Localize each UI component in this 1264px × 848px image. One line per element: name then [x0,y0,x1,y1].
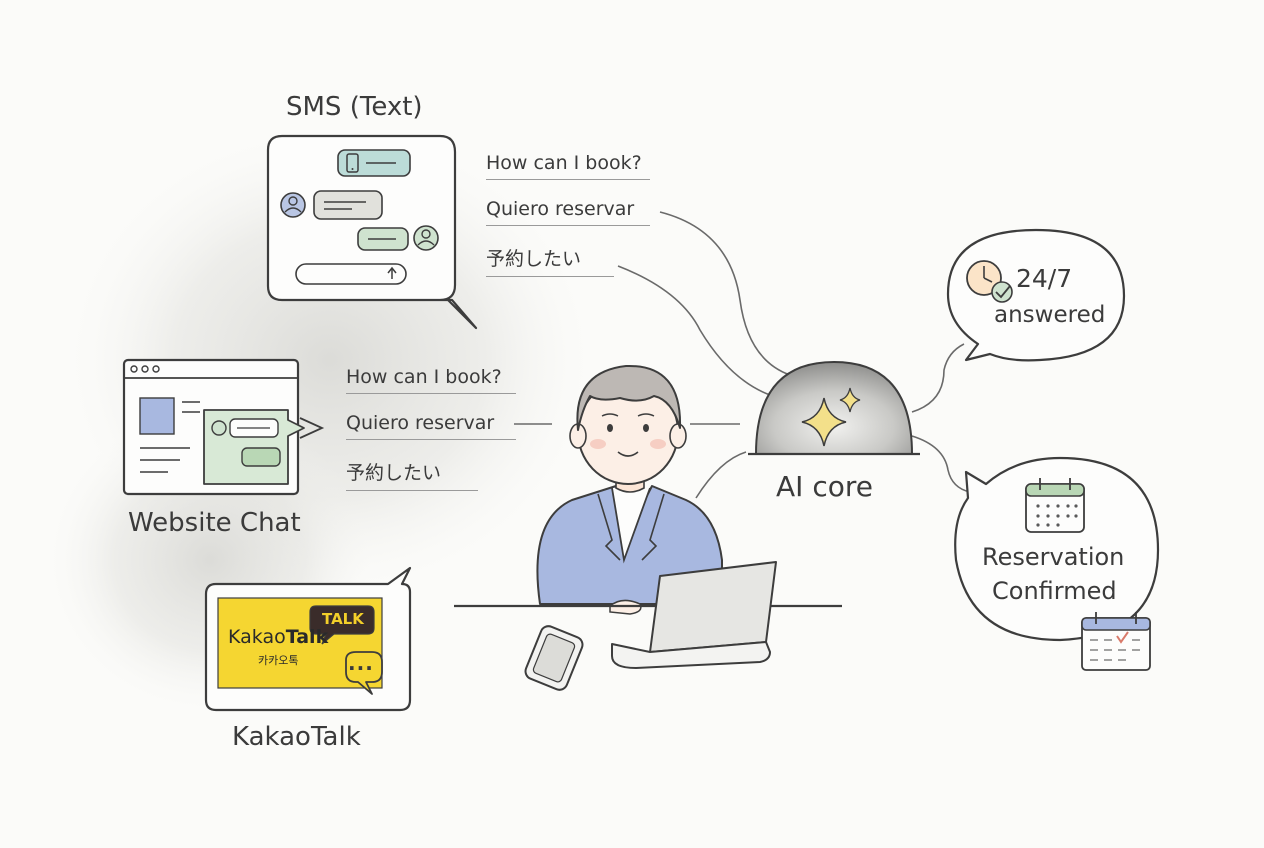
kakao-logo-sub: 카카오톡 [258,654,299,667]
smartphone-icon [524,625,584,691]
website-message-3: 予約したい [346,458,478,491]
kakao-bubble [204,566,412,712]
ai-core-label: AI core [776,470,873,503]
laptop-icon [611,561,777,669]
calendar-icon [1025,478,1085,533]
availability-bubble [946,228,1126,362]
browser-icon [122,358,325,496]
sms-title: SMS (Text) [286,92,423,122]
availability-line-1: 24/7 [1016,264,1073,293]
website-message-2: Quiero reservar [346,412,516,440]
kakao-logo-word: KakaoTalk [228,626,329,648]
sms-message-2: Quiero reservar [486,198,650,226]
chat-dots: ··· [348,656,374,680]
sms-message-1: How can I book? [486,152,650,180]
person-illustration [536,364,723,615]
sparkle-icon [839,387,861,413]
sparkle-icon [801,397,847,447]
website-title: Website Chat [128,508,301,538]
chat-bubble-in [313,190,383,220]
kakao-talk-badge [309,605,375,645]
reservation-line-2: Confirmed [992,577,1117,605]
message-input-bar [295,263,407,285]
user-icon [413,225,439,251]
reservation-bubble [954,456,1160,642]
clock-icon [966,260,1002,296]
availability-line-2: answered [994,302,1106,328]
phone-icon [346,153,359,173]
check-icon [991,281,1013,303]
connectors [514,211,971,499]
chat-dots-icon [345,651,383,695]
calendar-icon [1081,612,1151,671]
website-message-1: How can I book? [346,366,516,394]
reservation-line-1: Reservation [982,543,1125,571]
kakao-badge-text: TALK [322,610,364,628]
sms-message-3: 予約したい [486,244,614,277]
user-icon [280,192,306,218]
ai-core-dome [748,360,920,456]
kakao-title: KakaoTalk [232,722,361,752]
sms-bubble [266,134,478,330]
send-icon [387,266,397,279]
